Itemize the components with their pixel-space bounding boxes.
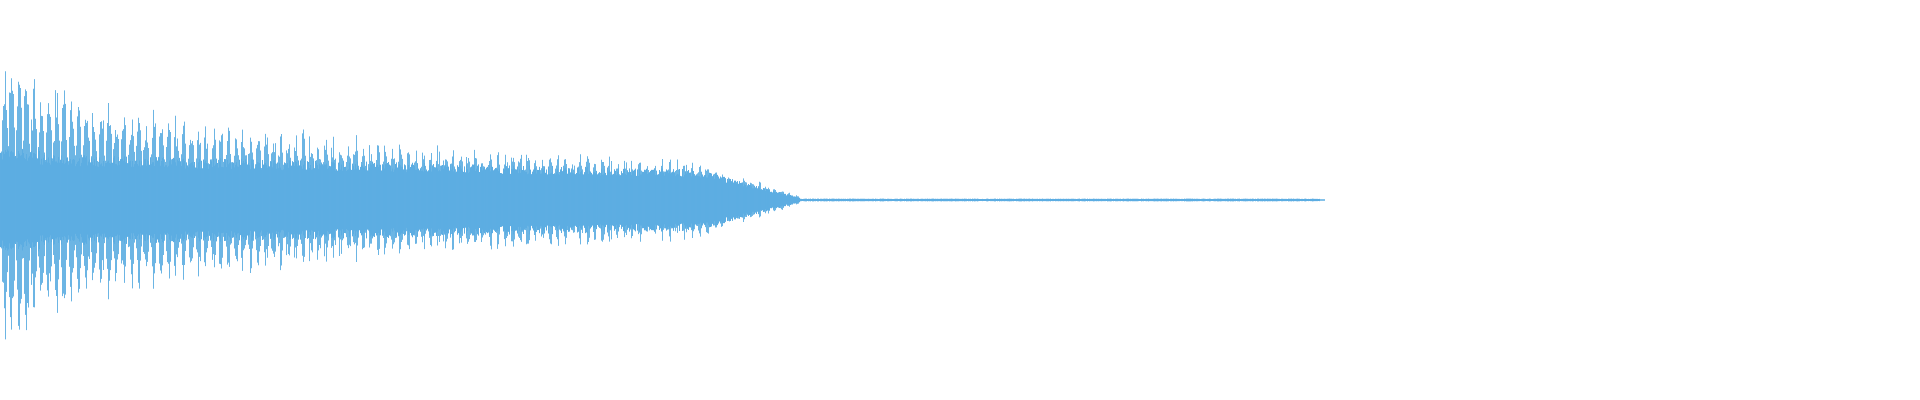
waveform-bars	[0, 71, 1325, 340]
